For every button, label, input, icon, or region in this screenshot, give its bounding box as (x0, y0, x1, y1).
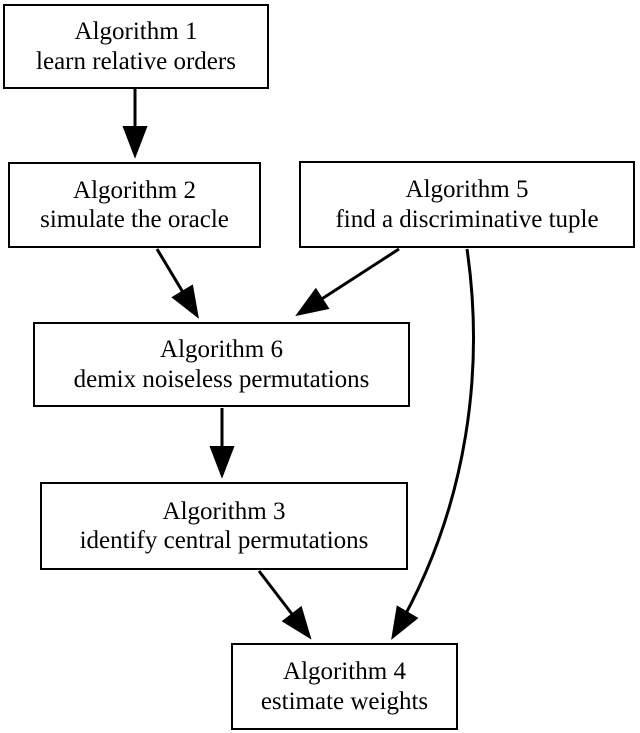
node-algorithm-2[interactable]: Algorithm 2 simulate the oracle (8, 162, 261, 248)
node-algorithm-5-title: Algorithm 5 (405, 176, 529, 203)
edge-algorithm2-to-algorithm6 (155, 248, 196, 314)
node-algorithm-6[interactable]: Algorithm 6 demix noiseless permutations (33, 322, 410, 407)
node-algorithm-3-subtitle: identify central permutations (79, 527, 369, 554)
node-algorithm-1[interactable]: Algorithm 1 learn relative orders (3, 4, 269, 89)
edge-algorithm5-to-algorithm4 (394, 248, 475, 635)
edge-algorithm5-to-algorithm6 (300, 247, 400, 313)
node-algorithm-5[interactable]: Algorithm 5 find a discriminative tuple (299, 161, 635, 248)
node-algorithm-4[interactable]: Algorithm 4 estimate weights (231, 643, 458, 730)
node-algorithm-4-subtitle: estimate weights (260, 687, 429, 715)
node-algorithm-4-title: Algorithm 4 (283, 658, 406, 685)
node-algorithm-6-subtitle: demix noiseless permutations (73, 365, 370, 393)
node-algorithm-1-title: Algorithm 1 (74, 18, 198, 45)
node-algorithm-2-subtitle: simulate the oracle (40, 206, 229, 233)
node-algorithm-3[interactable]: Algorithm 3 identify central permutation… (40, 482, 408, 570)
node-algorithm-5-subtitle: find a discriminative tuple (335, 205, 599, 233)
node-algorithm-1-subtitle: learn relative orders (36, 47, 236, 75)
node-algorithm-2-title: Algorithm 2 (73, 176, 196, 204)
node-algorithm-3-title: Algorithm 3 (162, 497, 286, 525)
node-algorithm-6-title: Algorithm 6 (160, 336, 283, 363)
edge-algorithm3-to-algorithm4 (257, 570, 308, 635)
